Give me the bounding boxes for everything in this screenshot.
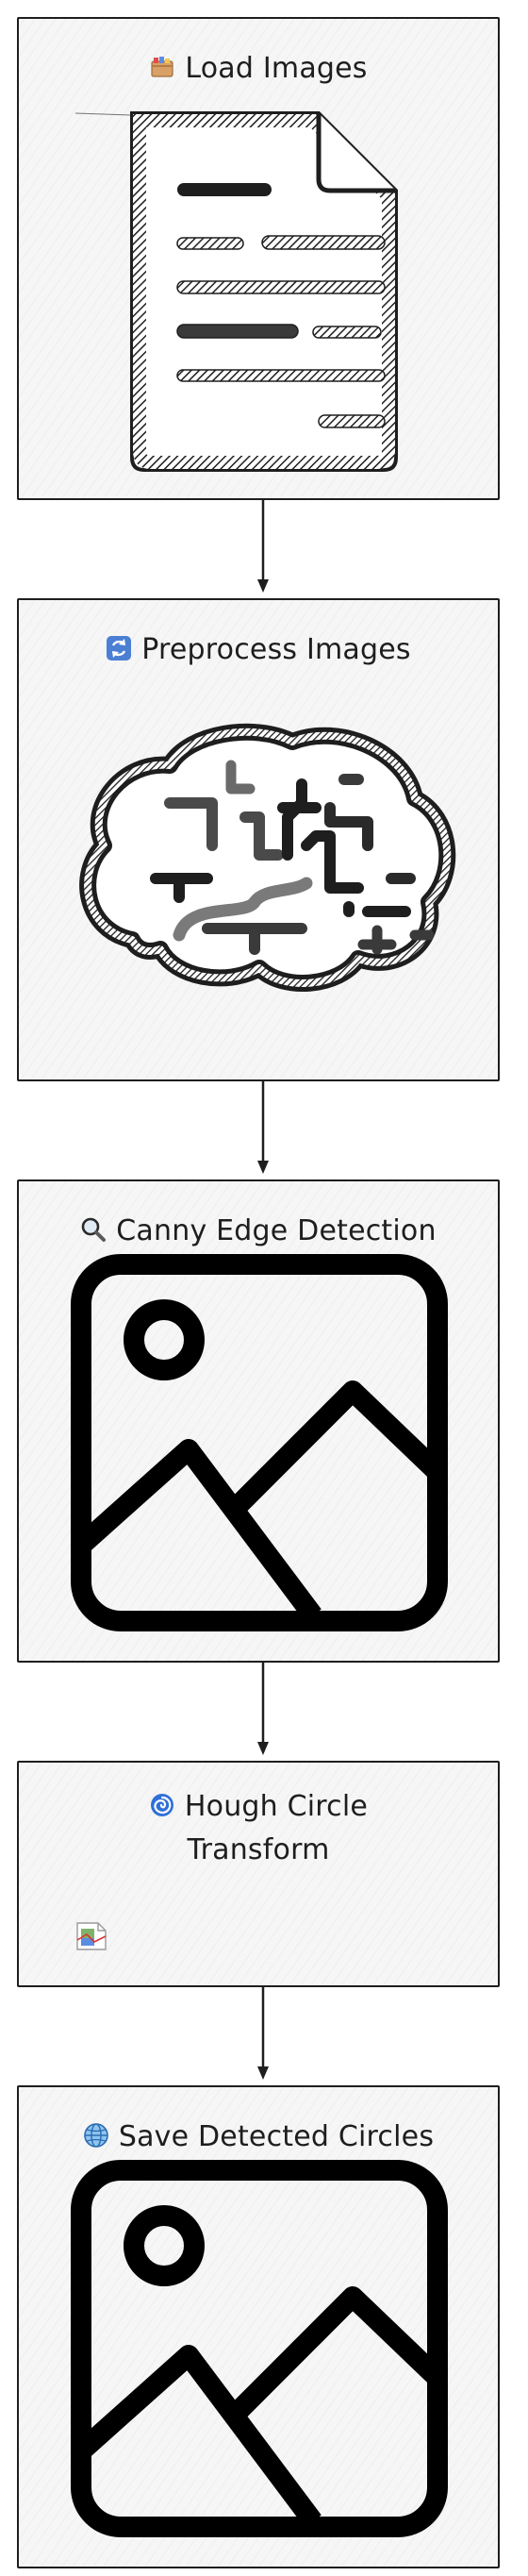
node-label: Load Images	[185, 52, 368, 85]
brain-icon	[79, 723, 456, 992]
node-title: Hough Circle Transform	[123, 1785, 394, 1872]
node-hough-circle-transform[interactable]: Hough Circle Transform	[17, 1761, 500, 1987]
node-title: Canny Edge Detection	[19, 1210, 498, 1253]
broken-image-icon	[76, 1922, 107, 1950]
flow-arrow	[257, 500, 269, 593]
flow-arrow	[257, 1663, 269, 1755]
cyclone-icon	[150, 1794, 173, 1816]
node-canny-edge-detection[interactable]: Canny Edge Detection	[17, 1179, 500, 1663]
node-label: Hough Circle Transform	[184, 1790, 369, 1866]
node-title: Save Detected Circles	[19, 2116, 498, 2159]
flow-arrow	[257, 1081, 269, 1174]
node-preprocess-images[interactable]: Preprocess Images	[17, 598, 500, 1081]
document-icon	[75, 111, 398, 472]
node-label: Preprocess Images	[141, 633, 411, 666]
node-label: Canny Edge Detection	[116, 1214, 437, 1247]
node-load-images[interactable]: Load Images	[17, 17, 500, 500]
refresh-icon	[107, 636, 132, 661]
flow-arrow	[257, 1987, 269, 2080]
card-index-icon	[151, 57, 173, 77]
node-label: Save Detected Circles	[118, 2120, 435, 2153]
image-placeholder-icon	[71, 2160, 448, 2537]
magnifier-icon	[81, 1217, 107, 1242]
image-placeholder-icon	[71, 1254, 448, 1631]
node-title: Load Images	[19, 47, 498, 91]
node-save-detected-circles[interactable]: Save Detected Circles	[17, 2085, 500, 2568]
node-title: Preprocess Images	[19, 628, 498, 672]
globe-icon	[84, 2123, 108, 2148]
